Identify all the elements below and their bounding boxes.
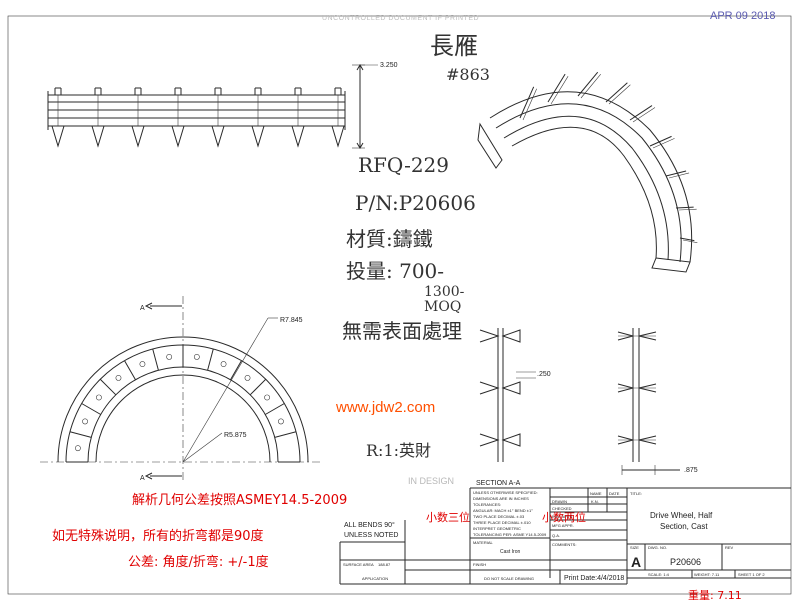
scale-label: SCALE: 1:4: [648, 572, 670, 577]
rev-label: REV: [725, 545, 734, 550]
handwritten-quantity-2: 1300-: [424, 284, 465, 300]
surface-area-label: SURFACE AREA: [343, 562, 374, 567]
handwritten-quantity: 投量: 700-: [346, 259, 444, 283]
note-gdt: 解析几何公差按照ASMEY14.5-2009: [132, 492, 347, 508]
drawn-label: DRAWN: [552, 499, 567, 504]
dimension-width: .875: [684, 467, 698, 474]
section-title: SECTION A-A: [476, 480, 521, 487]
handwritten-rfq: RFQ-229: [358, 153, 449, 177]
drawing-border: [7, 15, 792, 595]
name-column-header: NAME: [590, 491, 602, 496]
uncontrolled-watermark: UNCONTROLLED DOCUMENT IF PRINTED: [322, 15, 479, 22]
date-column-header: DATE: [609, 491, 620, 496]
finish-label: FINISH: [473, 562, 486, 567]
note-tolerance: 公差: 角度/折弯: +/-1度: [128, 554, 269, 570]
note-weight: 重量: 7.11: [688, 588, 742, 602]
tolerance-line-1: UNLESS OTHERWISE SPECIFIED:: [473, 490, 538, 495]
eng-appr-label: ENG APPR.: [552, 514, 574, 519]
checked-label: CHECKED: [552, 506, 572, 511]
material-label: MATERIAL: [473, 540, 493, 545]
section-mark-bottom: A: [140, 475, 145, 482]
tolerance-line-4: ANGULAR: MACH ±1° BEND ±1°: [473, 508, 533, 513]
handwritten-name: 長雁: [430, 32, 478, 60]
comments-label: COMMENTS:: [552, 542, 576, 547]
handwritten-moq: MOQ: [424, 299, 461, 315]
handwritten-material: 材質:鑄鐵: [346, 227, 433, 251]
top-view-drawing: [47, 64, 378, 149]
sheet-label: SHEET 1 OF 2: [738, 572, 765, 577]
tolerance-line-3: TOLERANCES:: [473, 502, 501, 507]
isometric-view-drawing: [477, 71, 698, 273]
received-date-stamp: APR 09 2018: [710, 10, 775, 22]
note-bends: 如无特殊说明，所有的折弯都是90度: [52, 528, 264, 544]
drawn-by: K.N.: [591, 499, 599, 504]
handwritten-part-number: P/N:P20606: [355, 191, 476, 215]
half-wheel-drawing: [40, 296, 320, 480]
size-label: SIZE: [630, 545, 639, 550]
in-design-watermark: IN DESIGN: [408, 476, 454, 486]
dimension-outer-radius: R7.845: [280, 317, 303, 324]
dwg-no-label: DWG. NO.: [648, 545, 667, 550]
handwritten-surface: 無需表面處理: [342, 319, 462, 343]
drawing-title-line-1: Drive Wheel, Half: [650, 511, 713, 520]
print-date: Print Date:4/4/2018: [564, 575, 624, 582]
weight-label: WEIGHT: 7.11: [694, 572, 720, 577]
handwritten-number: #863: [446, 65, 490, 84]
side-view-drawing: [617, 328, 680, 475]
title-label: TITLE:: [630, 491, 642, 496]
unless-noted: UNLESS NOTED: [344, 532, 398, 539]
material-value: Cast Iron: [500, 549, 521, 555]
website-watermark: www.jdw2.com: [335, 399, 435, 416]
drawing-title-line-2: Section, Cast: [660, 522, 708, 531]
handwritten-signature: R:1:英財: [366, 441, 431, 460]
surface-area-value: 188.87: [378, 562, 391, 567]
do-not-scale: DO NOT SCALE DRAWING: [484, 576, 534, 581]
application-label: APPLICATION: [362, 576, 388, 581]
title-block: [339, 487, 791, 585]
dimension-height: 3.250: [380, 62, 398, 69]
tolerance-line-2: DIMENSIONS ARE IN INCHES: [473, 496, 529, 501]
tolerance-line-7: INTERPRET GEOMETRIC: [473, 526, 521, 531]
tolerance-line-8: TOLERANCING PER: ASME Y14.5-2009: [473, 532, 547, 537]
tolerance-line-5: TWO PLACE DECIMAL ±.03: [473, 514, 525, 519]
note-decimal: 小数三位: [426, 510, 470, 524]
dwg-no-value: P20606: [670, 557, 701, 567]
mfg-appr-label: MFG APPR.: [552, 523, 574, 528]
all-bends-note: ALL BENDS 90°: [344, 521, 395, 529]
dimension-rib: .250: [537, 371, 551, 378]
section-mark-top: A: [140, 305, 145, 312]
section-a-a-drawing: [479, 328, 536, 462]
qa-label: Q.A.: [552, 533, 560, 538]
tolerance-line-6: THREE PLACE DECIMAL ±.010: [473, 520, 531, 525]
size-value: A: [631, 554, 641, 570]
dimension-inner-radius: R5.875: [224, 432, 247, 439]
note-decimal-2: 小数两位: [542, 510, 586, 524]
